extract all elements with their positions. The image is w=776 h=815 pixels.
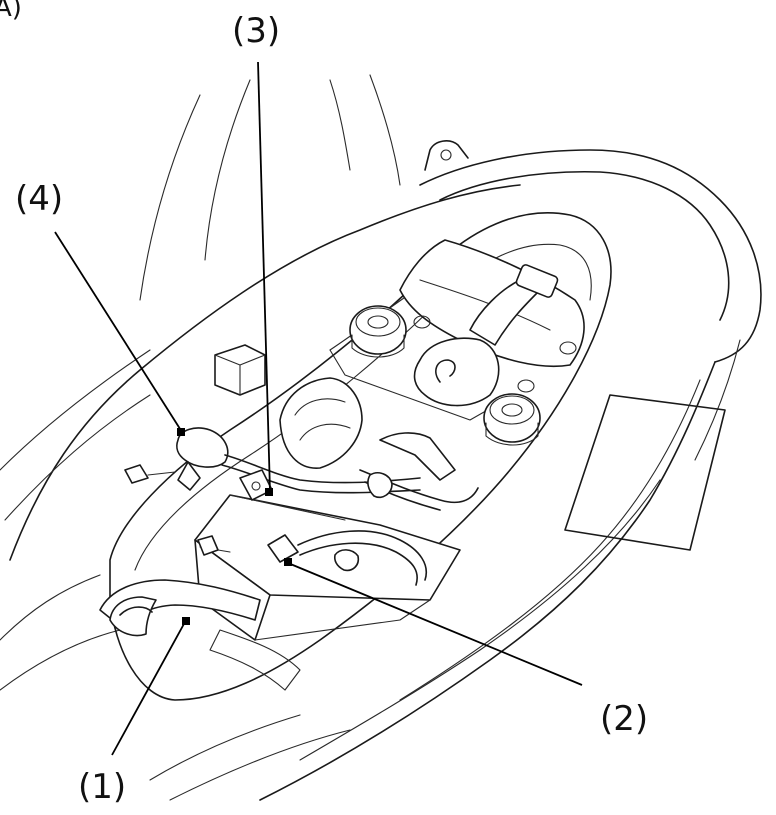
tool-bag <box>399 239 585 407</box>
callout-4: (4) <box>15 179 63 219</box>
grommet-right <box>483 341 577 446</box>
callout-3: (3) <box>232 11 280 51</box>
leader-line-1 <box>111 621 186 756</box>
scooter-body-outline <box>0 74 762 801</box>
corner-text: A) <box>0 0 22 23</box>
leader-line-2 <box>287 562 583 686</box>
grommet-left <box>349 305 431 358</box>
leader-dot-1 <box>182 617 190 625</box>
battery-holder <box>99 579 301 691</box>
wiring-harness <box>124 377 479 586</box>
leader-line-3 <box>257 61 271 493</box>
callout-2: (2) <box>600 699 648 739</box>
leader-dot-2 <box>284 558 292 566</box>
leader-dot-4 <box>177 428 185 436</box>
leader-dot-3 <box>265 488 273 496</box>
relay-box <box>214 344 266 396</box>
callout-1: (1) <box>78 767 126 807</box>
leader-line-4 <box>54 231 183 433</box>
leader-lines <box>54 61 583 756</box>
